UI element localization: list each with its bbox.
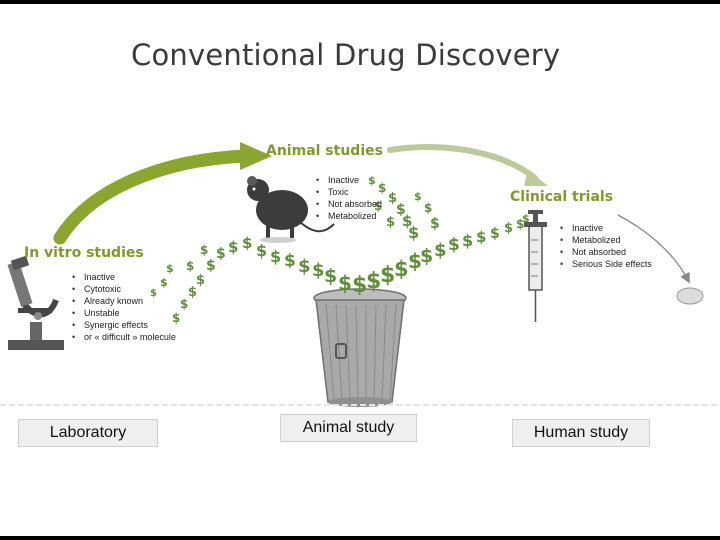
list-item: Serious Side effects — [558, 258, 652, 270]
list-item: Inactive — [314, 174, 382, 186]
dollar-sign: $ — [408, 223, 419, 242]
dollar-sign: $ — [378, 181, 386, 195]
dollar-sign: $ — [408, 249, 422, 273]
dollar-sign: $ — [430, 216, 440, 232]
dollar-sign: $ — [366, 269, 381, 294]
list-item: Toxic — [314, 186, 382, 198]
list-item: Metabolized — [314, 210, 382, 222]
list-item: Not absorbed — [558, 246, 652, 258]
dollar-sign: $ — [434, 240, 447, 261]
dollar-sign: $ — [462, 231, 473, 250]
dollar-sign: $ — [476, 228, 486, 246]
clinical-failure-list: Inactive Metabolized Not absorbed Seriou… — [558, 222, 652, 270]
progress-arrow — [53, 142, 272, 245]
swoosh-arrow — [387, 144, 538, 181]
dollar-sign: $ — [216, 246, 226, 262]
dollar-sign: $ — [522, 212, 530, 225]
dollar-sign: $ — [414, 190, 422, 203]
dollar-sign: $ — [188, 285, 197, 300]
animal-study-label: Animal study — [280, 414, 417, 442]
dollar-sign: $ — [284, 251, 296, 271]
pill-icon — [676, 287, 704, 305]
list-item: Unstable — [70, 307, 176, 319]
animal-studies-heading: Animal studies — [266, 143, 383, 159]
list-item: or « difficult » molecule — [70, 331, 176, 343]
human-study-label: Human study — [512, 419, 650, 447]
microscope-icon — [7, 255, 64, 350]
animal-failure-list: Inactive Toxic Not absorbed Metabolized — [314, 174, 382, 222]
dollar-sign: $ — [394, 257, 409, 281]
dollar-sign: $ — [402, 212, 412, 230]
dollar-sign: $ — [424, 201, 432, 215]
dollar-sign: $ — [196, 273, 205, 288]
dollar-sign: $ — [186, 259, 194, 273]
money-stream: $$$$$$$$$$$$$$$$$$$$$$$$$$$$$$$$$$$$$$$$… — [150, 174, 530, 325]
list-item: Not absorbed — [314, 198, 382, 210]
dollar-sign: $ — [172, 311, 180, 325]
list-item: Inactive — [70, 271, 176, 283]
dollar-sign: $ — [396, 202, 406, 218]
dollar-sign: $ — [324, 265, 337, 287]
dollar-sign: $ — [298, 256, 311, 277]
dollar-sign: $ — [338, 271, 352, 295]
in-vitro-heading: In vitro studies — [24, 245, 144, 261]
in-vitro-failure-list: Inactive Cytotoxic Already known Unstabl… — [70, 271, 176, 343]
bottom-border — [0, 536, 720, 540]
mouse-icon — [247, 176, 335, 243]
list-item: Already known — [70, 295, 176, 307]
list-item: Inactive — [558, 222, 652, 234]
dollar-sign: $ — [386, 215, 395, 230]
dollar-sign: $ — [166, 262, 174, 275]
dollar-sign: $ — [448, 235, 460, 255]
syringe-icon — [524, 210, 547, 322]
dollar-sign: $ — [420, 245, 433, 267]
dollar-sign: $ — [228, 238, 238, 256]
clinical-trials-heading: Clinical trials — [510, 189, 614, 205]
top-border — [0, 0, 720, 4]
dollar-sign: $ — [380, 263, 395, 288]
trash-bin-icon — [313, 288, 407, 407]
dollar-sign: $ — [206, 258, 216, 274]
list-item: Metabolized — [558, 234, 652, 246]
dollar-sign: $ — [516, 217, 524, 231]
dollar-sign: $ — [312, 260, 325, 281]
page-title: Conventional Drug Discovery — [131, 38, 561, 72]
dollar-sign: $ — [242, 234, 252, 252]
pill-arrow — [617, 214, 690, 284]
swoosh-arrow-head — [524, 170, 548, 186]
laboratory-label: Laboratory — [18, 419, 158, 447]
dollar-sign: $ — [504, 221, 513, 236]
list-item: Cytotoxic — [70, 283, 176, 295]
list-item: Synergic effects — [70, 319, 176, 331]
dollar-sign: $ — [490, 226, 500, 242]
dollar-sign: $ — [256, 241, 267, 260]
dollar-sign: $ — [388, 191, 397, 206]
dollar-sign: $ — [352, 273, 367, 298]
dollar-sign: $ — [200, 243, 208, 257]
dollar-sign: $ — [270, 247, 281, 266]
dollar-sign: $ — [180, 297, 188, 311]
